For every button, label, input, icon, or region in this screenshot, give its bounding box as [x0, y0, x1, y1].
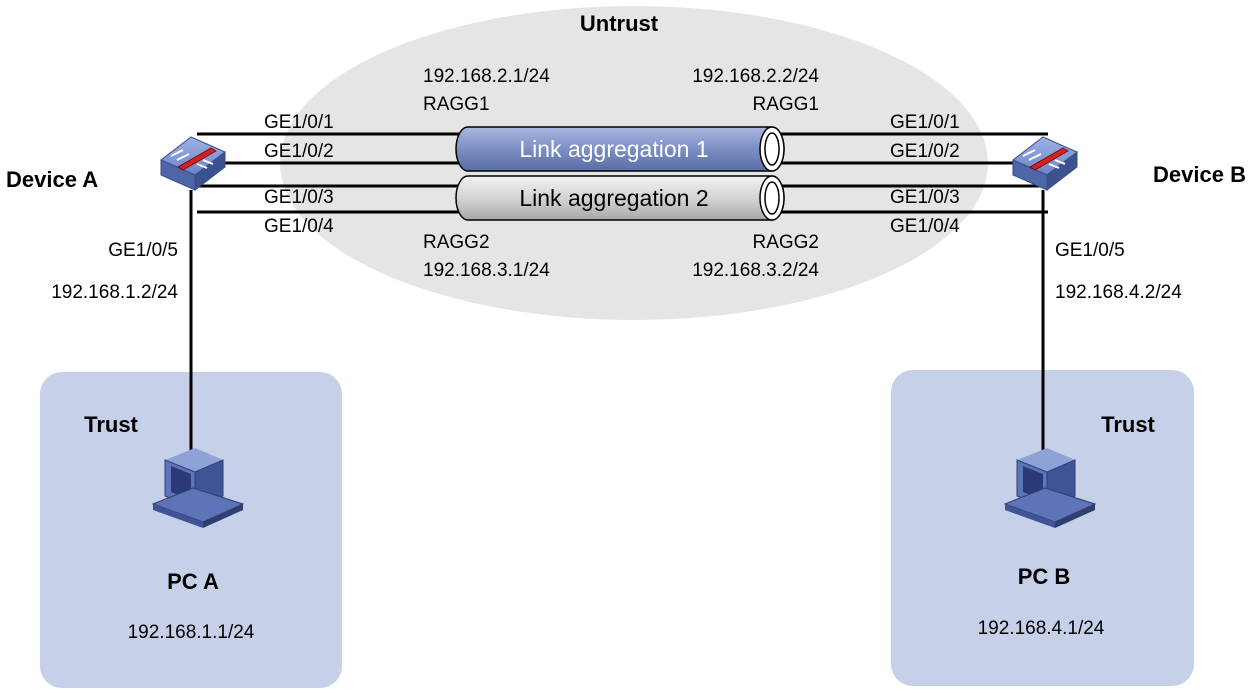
device-a-ge5-label: GE1/0/5	[108, 240, 178, 261]
device-b-port-3: GE1/0/3	[890, 187, 960, 208]
device-a-port-1: GE1/0/1	[264, 112, 334, 133]
untrust-zone-label: Untrust	[580, 11, 659, 36]
device-b-ge5-ip: 192.168.4.2/24	[1055, 282, 1182, 303]
device-b-ragg2-ip: 192.168.3.2/24	[692, 260, 819, 281]
device-b-icon	[1012, 136, 1078, 192]
device-a-port-3: GE1/0/3	[264, 187, 334, 208]
device-b-ragg1-ip: 192.168.2.2/24	[692, 66, 819, 87]
device-b-port-4: GE1/0/4	[890, 216, 960, 237]
trust-zone-left-label: Trust	[84, 412, 138, 437]
link-aggregation-1-label: Link aggregation 1	[519, 136, 708, 162]
device-b-port-1: GE1/0/1	[890, 112, 960, 133]
device-b-ragg1-label: RAGG1	[752, 94, 819, 115]
device-b-port-2: GE1/0/2	[890, 141, 960, 162]
pc-b-icon	[1003, 448, 1097, 528]
device-a-ragg1-ip: 192.168.2.1/24	[423, 66, 550, 87]
device-b-ragg2-label: RAGG2	[752, 232, 819, 253]
pc-b-label: PC B	[1018, 564, 1071, 589]
device-a-ragg2-ip: 192.168.3.1/24	[423, 260, 550, 281]
pc-a-icon	[151, 448, 245, 528]
trust-zone-right	[891, 370, 1194, 686]
device-a-label: Device A	[6, 167, 98, 192]
device-a-ragg1-label: RAGG1	[423, 94, 490, 115]
link-aggregation-1-tube	[455, 126, 785, 172]
physical-links	[197, 132, 1048, 214]
link-aggregation-2-label: Link aggregation 2	[519, 185, 708, 211]
device-a-port-2: GE1/0/2	[264, 141, 334, 162]
trust-zone-left	[40, 372, 342, 688]
device-a-ragg2-label: RAGG2	[423, 232, 490, 253]
device-a-port-4: GE1/0/4	[264, 216, 334, 237]
device-b-ge5-label: GE1/0/5	[1055, 240, 1125, 261]
link-aggregation-2-tube	[455, 175, 785, 221]
device-a-icon	[160, 136, 226, 192]
device-a-ge5-ip: 192.168.1.2/24	[51, 282, 178, 303]
pc-b-ip: 192.168.4.1/24	[978, 618, 1105, 639]
trust-zone-right-label: Trust	[1101, 412, 1155, 437]
device-b-label: Device B	[1153, 162, 1246, 187]
pc-a-ip: 192.168.1.1/24	[128, 622, 255, 643]
pc-a-label: PC A	[167, 569, 219, 594]
